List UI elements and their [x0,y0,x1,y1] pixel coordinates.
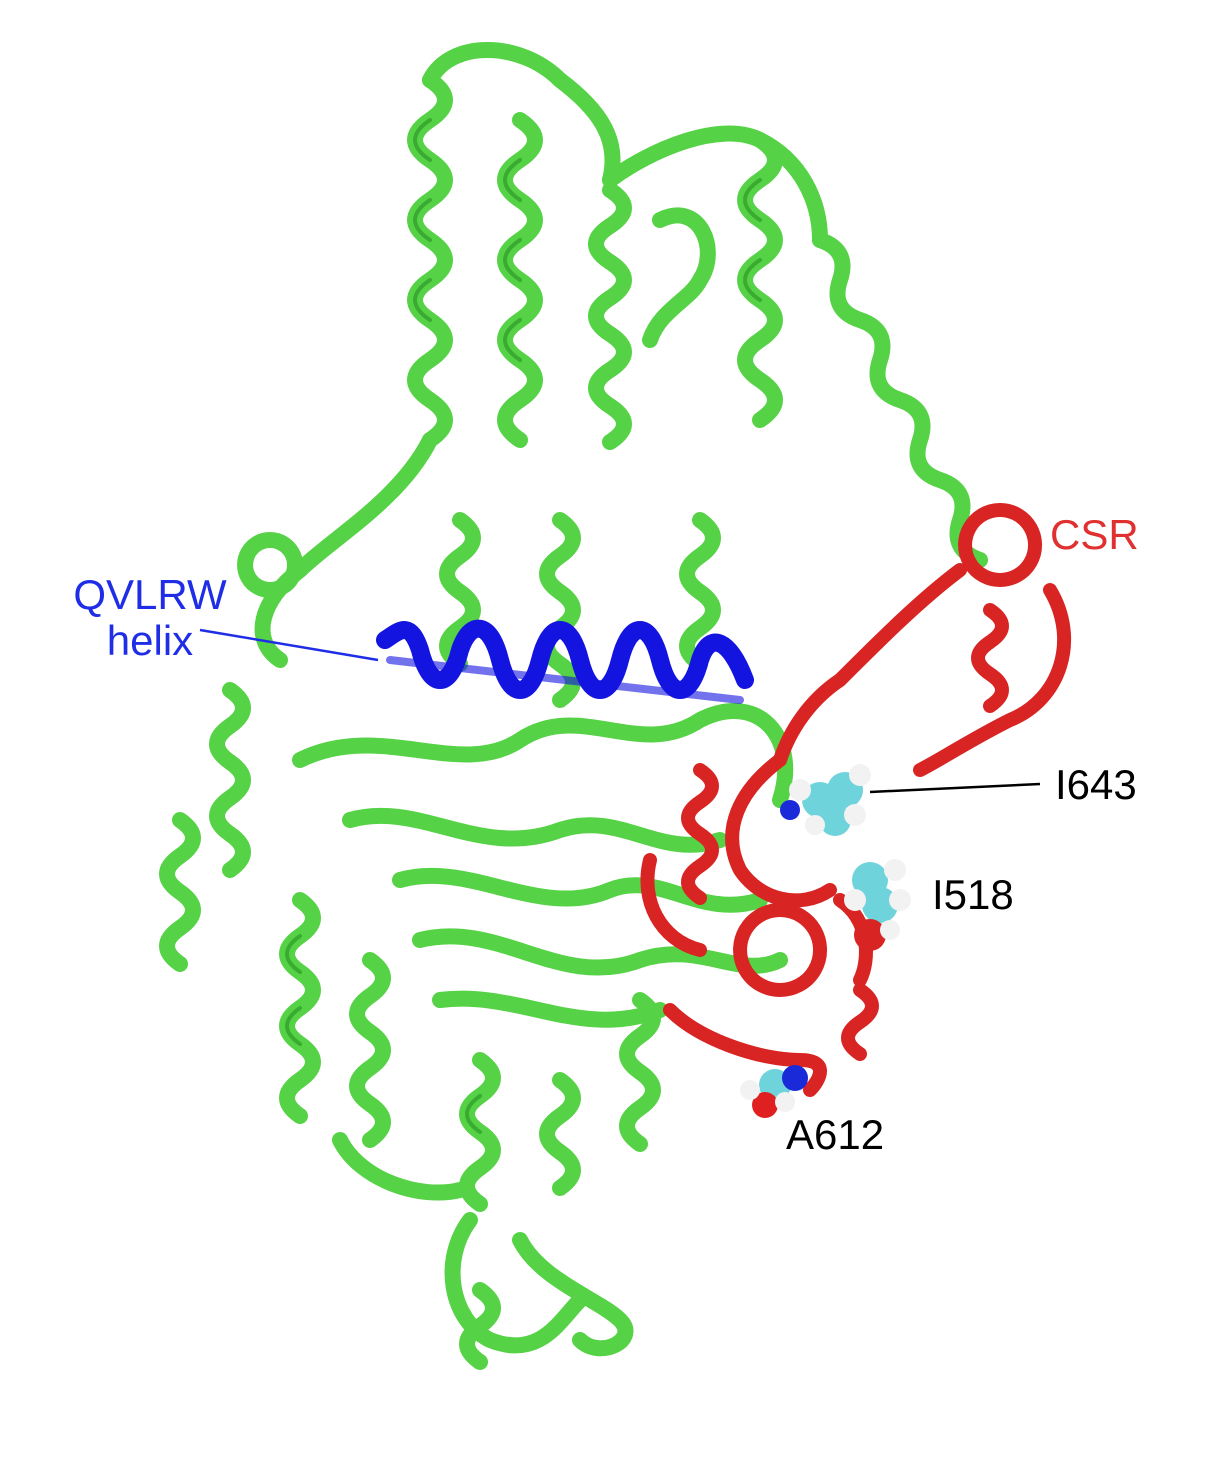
i643-label: I643 [1055,761,1137,808]
qvlrw-helix-ribbon [376,619,754,704]
qvlrw-helix-label: QVLRW helix [70,572,230,664]
i643-leader-line [869,782,1041,794]
residue-i643-atoms [780,764,871,836]
green-protein-ribbon [159,42,988,1370]
residue-a612-atoms [740,1065,808,1118]
green-ribbon-shading [285,118,762,1134]
qvlrw-leader-line [199,628,379,662]
csr-label: CSR [1050,511,1139,558]
residue-i518-atoms [844,859,911,951]
a612-label: A612 [786,1111,885,1158]
i518-label: I518 [932,871,1014,918]
qvlrw-label-line2: helix [106,617,194,664]
qvlrw-label-line1: QVLRW [73,571,227,618]
